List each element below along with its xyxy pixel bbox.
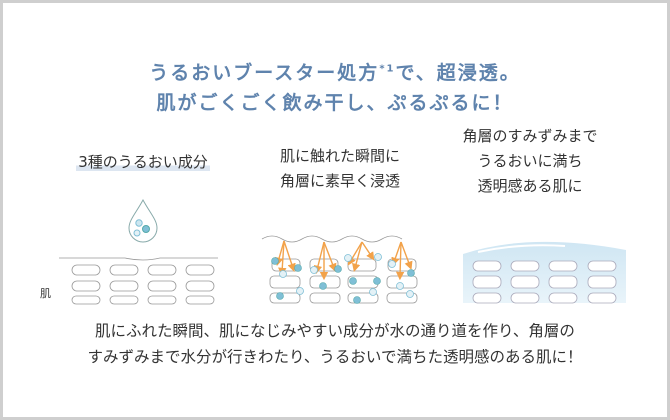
column-heading-result: 角層のすみずみまで うるおいに満ち 透明感ある肌に (430, 124, 630, 199)
skin-layer-before (59, 257, 218, 305)
headline-text: うるおいブースター処方 (149, 62, 380, 84)
heading-line: 角層に素早く浸透 (279, 172, 400, 190)
skin-layer-hydrated (463, 241, 626, 304)
heading-line: 3種のうるおい成分 (76, 153, 210, 171)
headline-line1: うるおいブースター処方*1で、超浸透。 (0, 58, 670, 85)
footnote-mark: *1 (379, 63, 396, 75)
heading-line: うるおいに満ち (477, 152, 583, 170)
description-line: すみずみまで水分が行きわたり、うるおいで満ちた透明感のある肌に！ (87, 348, 583, 366)
heading-line: 肌に触れた瞬間に (279, 147, 400, 165)
description: 肌にふれた瞬間、肌になじみやすい成分が水の通り道を作り、角層の すみずみまで水分… (0, 318, 670, 370)
heading-line: 角層のすみずみまで (462, 127, 598, 145)
headline-text-end: で、超浸透。 (395, 62, 521, 84)
column-heading-penetration: 肌に触れた瞬間に 角層に素早く浸透 (240, 144, 440, 194)
droplet-illustration (128, 198, 158, 243)
headline-line2: 肌がごくごく飲み干し、ぷるぷるに！ (156, 92, 514, 114)
skin-layer-penetration (261, 235, 418, 304)
description-line: 肌にふれた瞬間、肌になじみやすい成分が水の通り道を作り、角層の (95, 322, 575, 340)
heading-line: 透明感ある肌に (477, 177, 583, 195)
skin-label: 肌 (40, 287, 51, 300)
column-heading-ingredients: 3種のうるおい成分 (40, 150, 246, 175)
